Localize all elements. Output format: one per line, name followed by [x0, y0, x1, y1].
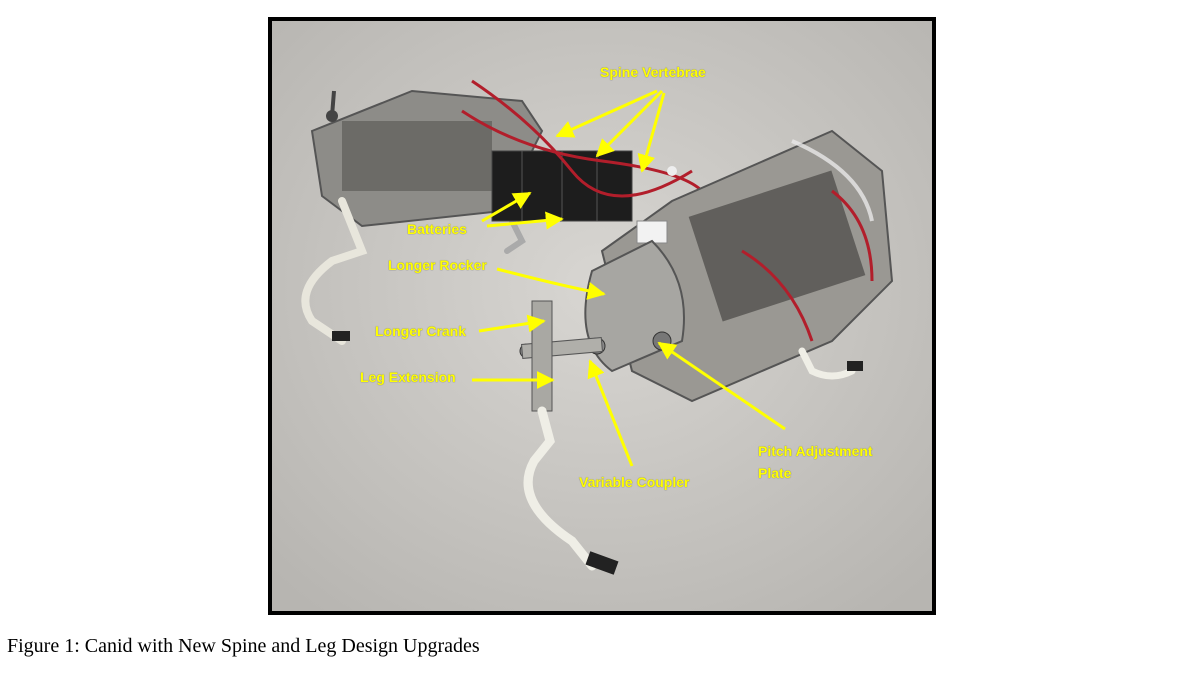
- arrow-longer-crank: [478, 314, 546, 333]
- label-batteries: Batteries: [407, 221, 467, 237]
- arrow-batteries-2: [486, 211, 564, 230]
- spine-and-batteries: [461, 79, 704, 222]
- arrow-longer-rocker: [496, 267, 606, 300]
- arrow-batteries-1: [481, 191, 532, 223]
- label-longer-rocker: Longer Rocker: [388, 257, 487, 273]
- arrow-spine-2: [595, 89, 664, 158]
- label-longer-crank: Longer Crank: [375, 323, 467, 339]
- label-spine-vertebrae: Spine Vertebrae: [600, 64, 706, 80]
- arrow-pitch-adjustment: [657, 341, 786, 431]
- robot-photo-illustration: [272, 21, 932, 611]
- label-pitch-adjustment-line2: Plate: [758, 465, 792, 481]
- callout-arrows: [472, 89, 786, 467]
- arrow-spine-1: [555, 89, 658, 138]
- label-variable-coupler: Variable Coupler: [579, 474, 690, 490]
- figure-photo: Spine Vertebrae Batteries Longer Rocker …: [268, 17, 936, 615]
- front-legs: [523, 347, 863, 575]
- arrow-variable-coupler: [587, 359, 634, 467]
- label-leg-extension: Leg Extension: [360, 369, 456, 385]
- figure-caption: Figure 1: Canid with New Spine and Leg D…: [7, 635, 480, 657]
- label-pitch-adjustment-line1: Pitch Adjustment: [758, 443, 873, 459]
- arrow-spine-3: [637, 92, 666, 173]
